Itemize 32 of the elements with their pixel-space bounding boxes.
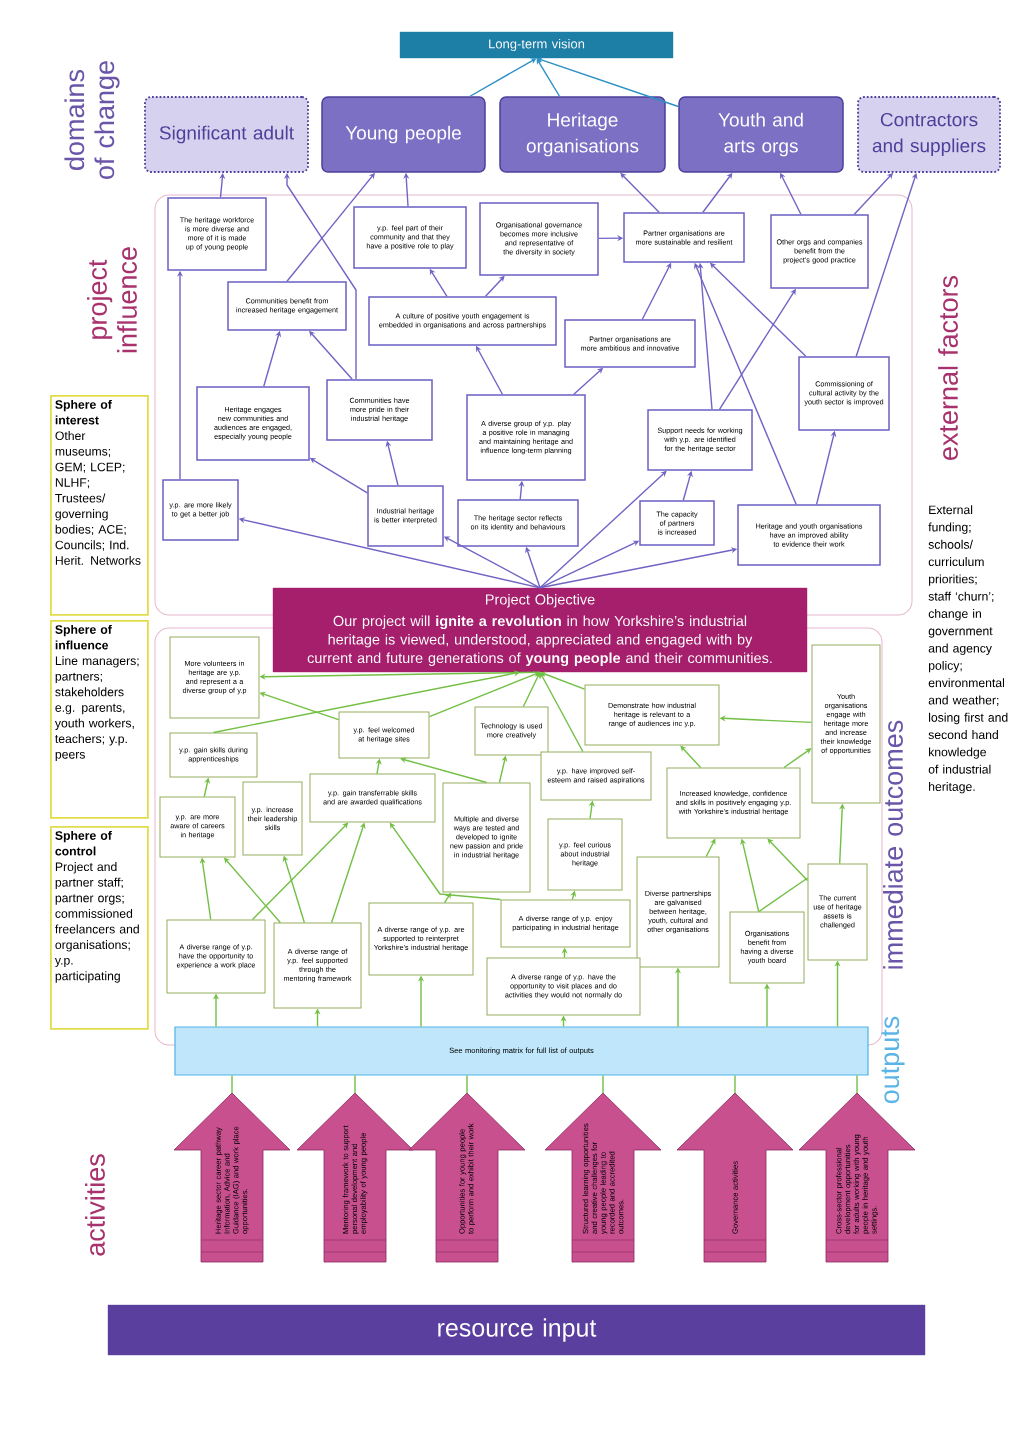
arrow [783,748,812,769]
arrow [680,745,702,769]
domain-box: Significant adult [144,96,309,173]
arrow [389,822,502,901]
connector-line [734,1074,736,1094]
arrow [469,58,537,97]
arrow [400,757,488,784]
section-label: external factors [938,275,958,460]
vision-box: Long-term vision [399,31,674,59]
connector-line [856,1074,858,1094]
connector-line [466,1074,468,1094]
arrow [428,671,540,718]
arrow [536,58,561,97]
section-label: immediate outcomes [883,720,903,969]
section-label: activities [85,1154,105,1256]
objective-banner: Project Objective Our project will ignite a revolution in how Yorkshire’s industrial heritage is viewed, understood, appreciated and engaged with by current and future generations of young people and their communities. [272,587,808,673]
arrow [251,822,349,921]
resource-bar: resource input [107,1304,926,1356]
connector-line [602,1074,604,1094]
section-label: project influence [87,247,137,353]
arrow [522,672,541,708]
arrow [540,671,586,690]
note-text: External funding; schools/ curriculum priorities; staff ‘churn’; change in government and agency policy; environmental and weather; losing first and second hand knowledge of industrial heritage. [928,505,1008,794]
domain-box: Youth and arts orgs [678,96,844,173]
domain-box: Young people [321,96,486,173]
arrow [767,838,809,882]
section-label: domains of change [64,61,120,179]
connector-line [758,877,809,913]
domain-box: Contractors and suppliers [857,96,1001,173]
connector-line [354,1074,356,1094]
domain-box: Heritage organisations [499,96,666,173]
connector-line [231,1074,233,1094]
